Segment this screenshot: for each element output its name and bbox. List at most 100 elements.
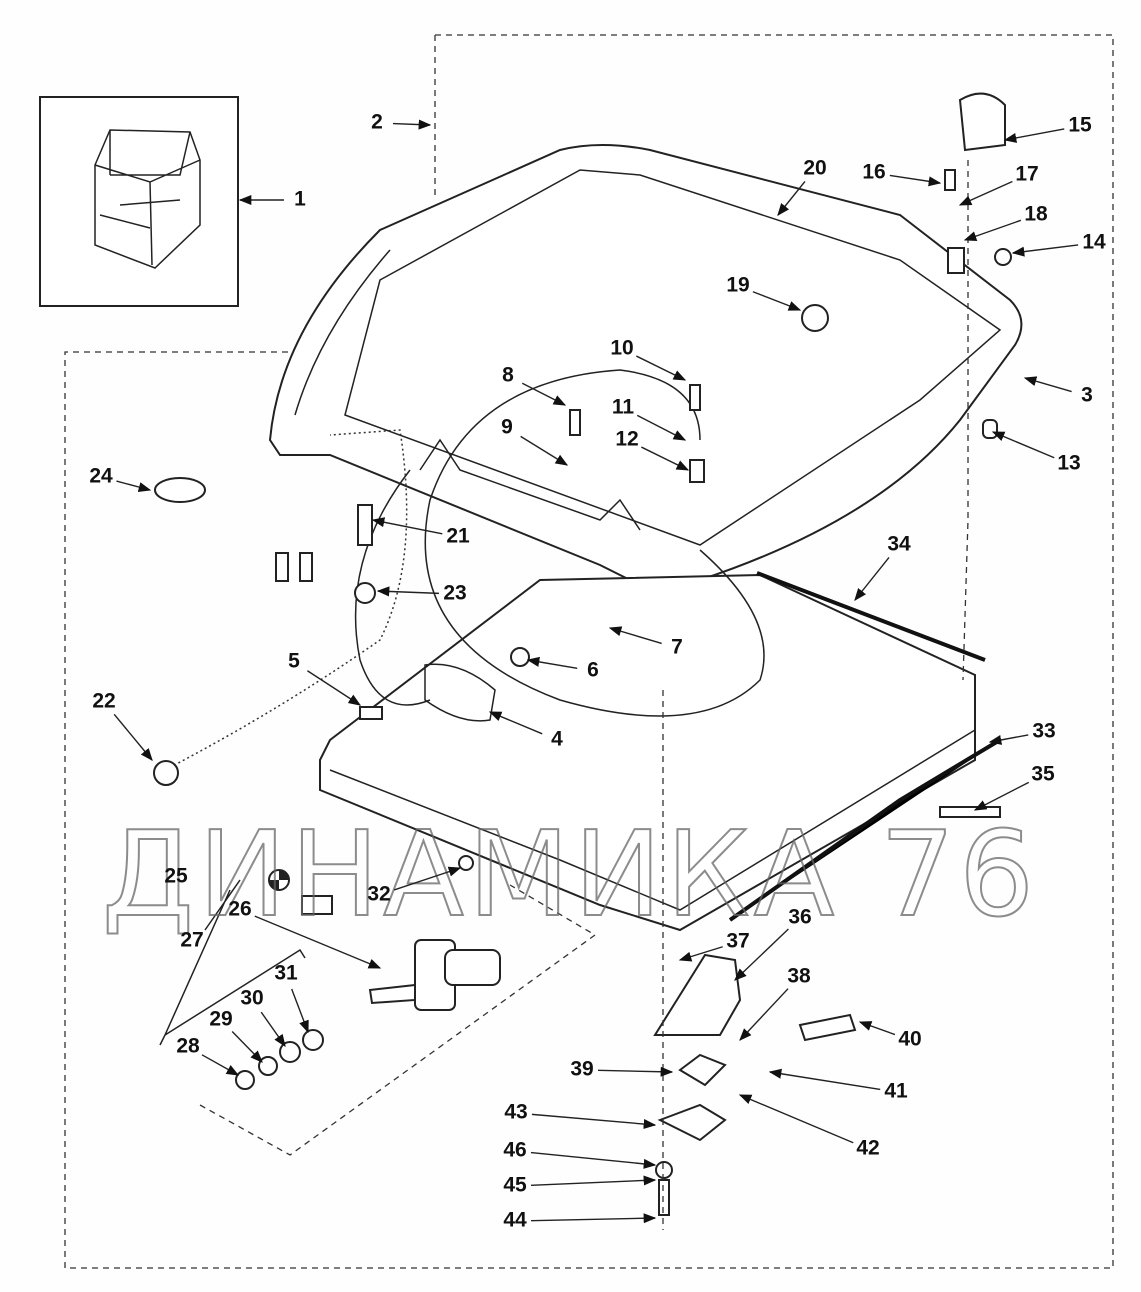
leader-line-43 <box>531 1113 657 1130</box>
wiper-motor <box>301 895 501 1011</box>
callout-20: 20 <box>803 157 826 180</box>
callout-11: 11 <box>612 396 635 419</box>
leader-line-41 <box>768 1068 881 1091</box>
leader-line-22 <box>113 713 153 761</box>
callout-9: 9 <box>501 416 513 439</box>
leader-line-18 <box>963 219 1022 241</box>
leader-line-5 <box>307 670 362 706</box>
callout-17: 17 <box>1015 163 1038 186</box>
callout-18: 18 <box>1024 203 1048 226</box>
leader-line-12 <box>641 446 690 471</box>
callout-2: 2 <box>371 111 383 134</box>
callout-7: 7 <box>671 636 683 659</box>
callout-1: 1 <box>294 188 306 211</box>
leader-line-29 <box>231 1030 263 1063</box>
strip-33 <box>728 738 1002 922</box>
callout-12: 12 <box>615 428 638 451</box>
leader-line-16 <box>889 174 942 187</box>
leader-line-2 <box>392 119 432 130</box>
callout-25: 25 <box>164 865 188 888</box>
leader-line-45 <box>530 1175 657 1187</box>
cab-frame-icon <box>94 129 201 269</box>
callout-44: 44 <box>503 1209 527 1232</box>
callout-26: 26 <box>228 898 251 921</box>
strip-34 <box>756 571 986 662</box>
callout-37: 37 <box>726 930 749 953</box>
watermark: ДИНАМИКА 76 <box>102 805 1038 943</box>
callout-22: 22 <box>92 690 115 713</box>
leader-line-6 <box>526 656 578 670</box>
leader-line-24 <box>116 480 152 492</box>
leader-line-31 <box>291 988 309 1034</box>
callout-31: 31 <box>274 962 298 985</box>
callout-33: 33 <box>1032 720 1055 743</box>
callout-34: 34 <box>887 533 911 556</box>
callout-16: 16 <box>862 161 885 184</box>
leader-line-9 <box>520 435 569 466</box>
callout-39: 39 <box>570 1058 593 1081</box>
leader-line-7 <box>608 626 662 645</box>
callout-24: 24 <box>89 465 113 488</box>
callout-32: 32 <box>367 883 390 906</box>
leader-line-26 <box>254 915 382 969</box>
callout-30: 30 <box>240 987 263 1010</box>
leader-line-17 <box>958 180 1013 206</box>
roof-shell <box>268 144 1023 587</box>
leader-line-8 <box>521 382 567 406</box>
leader-line-46 <box>530 1151 657 1169</box>
seal-loop <box>424 369 765 717</box>
callout-46: 46 <box>503 1139 526 1162</box>
callout-43: 43 <box>504 1101 527 1124</box>
leader-line-3 <box>1023 376 1072 393</box>
leader-line-32 <box>393 866 462 891</box>
callout-3: 3 <box>1081 384 1093 407</box>
hardware <box>153 92 1012 1216</box>
leader-line-21 <box>371 517 443 535</box>
cab-inset-box <box>39 96 239 307</box>
callout-36: 36 <box>788 906 811 929</box>
callout-29: 29 <box>209 1008 232 1031</box>
leader-line-44 <box>530 1213 657 1224</box>
callout-21: 21 <box>446 525 470 548</box>
callout-15: 15 <box>1068 114 1092 137</box>
callout-40: 40 <box>898 1028 921 1051</box>
callout-28: 28 <box>176 1035 200 1058</box>
callout-35: 35 <box>1031 763 1055 786</box>
leader-line-40 <box>858 1021 896 1036</box>
leader-line-39 <box>597 1066 674 1077</box>
leader-line-33 <box>988 734 1029 745</box>
motor-boundary <box>199 884 597 1156</box>
callout-5: 5 <box>288 650 300 673</box>
callout-8: 8 <box>502 364 514 387</box>
floor-tray <box>319 573 976 932</box>
leader-line-35 <box>973 781 1030 811</box>
leader-line-14 <box>1011 244 1079 257</box>
leader-line-11 <box>636 414 687 441</box>
leader-line-19 <box>752 291 802 311</box>
leader-line-23 <box>376 586 440 597</box>
callout-19: 19 <box>726 274 749 297</box>
leader-line-30 <box>260 1011 286 1048</box>
callout-42: 42 <box>856 1137 879 1160</box>
leader-line-34 <box>854 557 890 601</box>
callout-4: 4 <box>551 728 563 751</box>
leader-line-38 <box>739 988 789 1041</box>
leader-line-28 <box>201 1054 240 1076</box>
callout-14: 14 <box>1082 231 1106 254</box>
leader-line-36 <box>734 928 789 981</box>
callout-27: 27 <box>180 929 203 952</box>
leader-line-42 <box>738 1094 854 1144</box>
callout-38: 38 <box>787 965 811 988</box>
leader-line-37 <box>678 946 723 962</box>
callout-13: 13 <box>1057 452 1080 475</box>
assembly-boundary <box>64 34 1114 1269</box>
callout-6: 6 <box>587 659 599 682</box>
leader-line-13 <box>991 431 1055 459</box>
callout-41: 41 <box>884 1080 908 1103</box>
leader-line-10 <box>636 355 687 381</box>
leader-line-20 <box>777 181 806 216</box>
leader-line-15 <box>1003 128 1065 143</box>
